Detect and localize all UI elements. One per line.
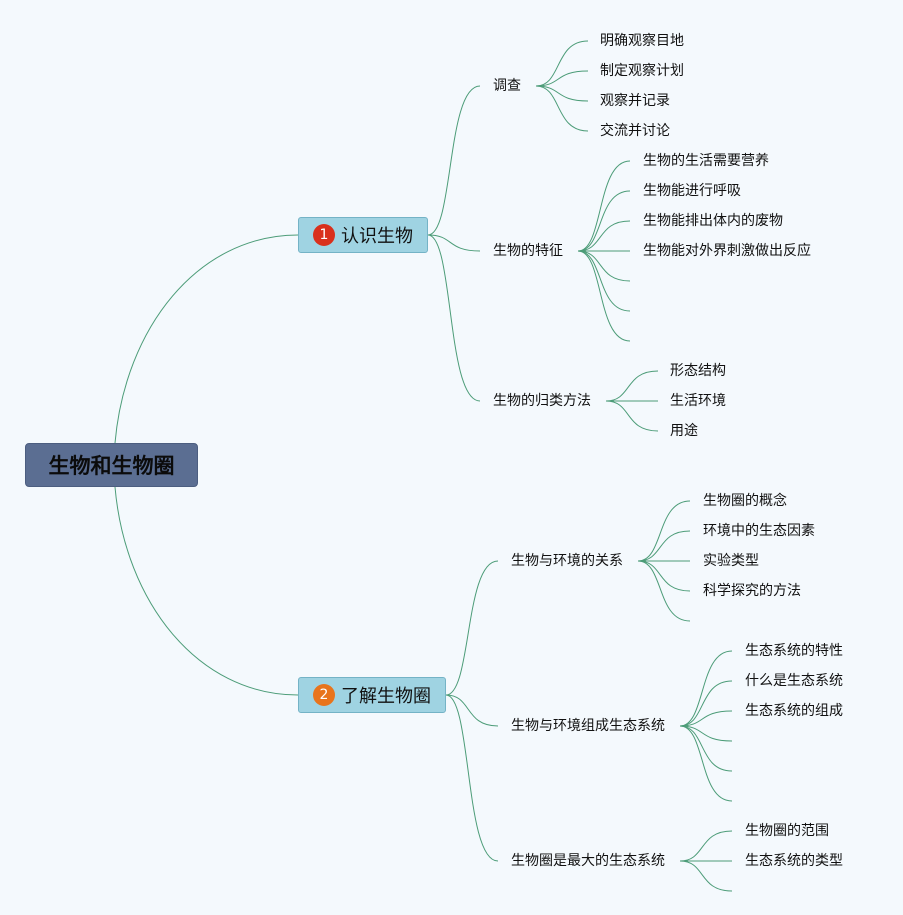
root-node[interactable]: 生物和生物圈 [25,443,198,487]
subtopic-classification-methods[interactable]: 生物的归类方法 [493,393,591,409]
leaf-node[interactable]: 生物能排出体内的废物 [643,213,783,229]
number-2-icon: 2 [313,684,335,706]
leaf-edge [535,85,589,132]
leaf-edge [605,400,659,432]
topic-edge [445,560,499,696]
topic-label: 认识生物 [341,226,413,247]
leaf-edge [577,250,631,312]
leaf-node[interactable]: 制定观察计划 [600,63,684,79]
leaf-edge [679,680,733,727]
leaf-edge [577,190,631,252]
leaf-node[interactable]: 形态结构 [670,363,726,379]
number-1-icon: 1 [313,224,335,246]
leaf-edge [679,710,733,727]
topic-edge [445,694,499,862]
leaf-node[interactable]: 观察并记录 [600,93,670,109]
subtopic-organism-features[interactable]: 生物的特征 [493,243,563,259]
leaf-edge [535,70,589,87]
leaf-node[interactable]: 生活环境 [670,393,726,409]
topic-edge [427,85,481,236]
subtopic-survey[interactable]: 调查 [493,78,521,94]
leaf-node[interactable]: 生物圈的范围 [745,823,829,839]
topic-understand-biosphere[interactable]: 2 了解生物圈 [298,677,446,713]
topic-edge [445,694,499,727]
leaf-edge [605,370,659,402]
leaf-node[interactable]: 什么是生态系统 [745,673,843,689]
subtopic-organism-environment[interactable]: 生物与环境的关系 [511,553,623,569]
leaf-edge [577,160,631,252]
topic-label: 了解生物圈 [341,686,431,707]
leaf-node[interactable]: 环境中的生态因素 [703,523,815,539]
topic-edge [427,234,481,402]
leaf-edge [679,725,733,772]
leaf-node[interactable]: 实验类型 [703,553,759,569]
leaf-edge [535,85,589,102]
leaf-node[interactable]: 生态系统的组成 [745,703,843,719]
leaf-edge [577,220,631,252]
leaf-node[interactable]: 生物能对外界刺激做出反应 [643,243,811,259]
leaf-edge [577,250,631,282]
leaf-edge [679,860,733,892]
leaf-node[interactable]: 生物能进行呼吸 [643,183,741,199]
leaf-edge [679,725,733,802]
leaf-node[interactable]: 生物圈的概念 [703,493,787,509]
subtopic-largest-ecosystem[interactable]: 生物圈是最大的生态系统 [511,853,665,869]
leaf-edge [679,830,733,862]
leaf-node[interactable]: 生态系统的特性 [745,643,843,659]
leaf-edge [637,560,691,622]
leaf-edge [637,500,691,562]
leaf-node[interactable]: 科学探究的方法 [703,583,801,599]
leaf-node[interactable]: 用途 [670,423,698,439]
topic-recognize-organisms[interactable]: 1 认识生物 [298,217,428,253]
leaf-edge [577,250,631,342]
leaf-edge [535,40,589,87]
leaf-node[interactable]: 生态系统的类型 [745,853,843,869]
root-edge [114,486,299,696]
leaf-node[interactable]: 生物的生活需要营养 [643,153,769,169]
topic-edge [427,234,481,252]
leaf-edge [637,530,691,562]
subtopic-ecosystem-formation[interactable]: 生物与环境组成生态系统 [511,718,665,734]
root-edge [114,234,299,444]
leaf-edge [679,650,733,727]
leaf-node[interactable]: 明确观察目地 [600,33,684,49]
leaf-edge [679,725,733,742]
leaf-node[interactable]: 交流并讨论 [600,123,670,139]
leaf-edge [637,560,691,592]
